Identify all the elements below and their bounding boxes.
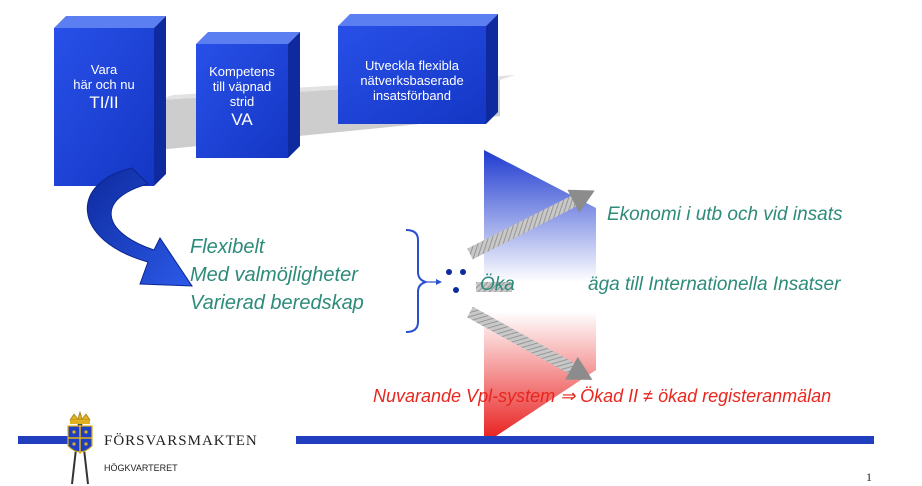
box-2-line-3: strid — [229, 94, 255, 109]
box-3-line-3: insatsförband — [372, 88, 452, 103]
outcome-international-prefix: Öka — [480, 274, 515, 295]
flexibility-list: Flexibelt Med valmöjligheter Varierad be… — [190, 233, 364, 317]
box-2-line-1: Kompetens — [209, 64, 275, 79]
flexibility-item: Med valmöjligheter — [190, 264, 358, 286]
footer-bar-right — [296, 436, 874, 444]
outcome-registration: Nuvarande Vpl-system ⇒ Ökad II ≠ ökad re… — [373, 386, 832, 406]
dot — [446, 269, 452, 275]
box-1-big: TI/II — [89, 93, 119, 112]
box-1-label: Vara här och nu TI/II — [54, 62, 154, 114]
box-1-shape — [54, 16, 166, 186]
box-1-line-2: här och nu — [73, 77, 135, 92]
outcome-international-suffix: äga till Internationella Insatser — [588, 274, 841, 295]
box-2-line-2: till väpnad — [212, 79, 272, 94]
dot — [453, 287, 459, 293]
org-name: FÖRSVARSMAKTEN — [104, 433, 258, 449]
curved-arrow — [86, 167, 193, 287]
hatched-arrow-mid — [476, 282, 512, 292]
page-number: 1 — [866, 470, 872, 484]
box-3-line-1: Utveckla flexibla — [365, 58, 459, 73]
hatched-arrow-up — [467, 189, 595, 260]
box-3-label: Utveckla flexibla nätverksbaserade insat… — [338, 58, 486, 103]
box-1-line-1: Vara — [90, 62, 118, 77]
box-3-line-2: nätverksbaserade — [360, 73, 464, 88]
box-2-label: Kompetens till väpnad strid VA — [196, 64, 288, 131]
box-3-shape — [338, 14, 498, 124]
bracket — [405, 229, 427, 333]
box-2-shape — [196, 32, 300, 158]
dot — [460, 269, 466, 275]
coat-of-arms-logo — [67, 410, 93, 485]
flexibility-item: Flexibelt — [190, 236, 265, 258]
unit-name: HÖGKVARTERET — [104, 463, 178, 473]
footer-bar-left — [18, 436, 78, 444]
hatched-arrow-down — [467, 306, 593, 380]
outcome-economy: Ekonomi i utb och vid insats — [607, 204, 843, 225]
box-2-big: VA — [231, 110, 253, 129]
flexibility-item: Varierad beredskap — [190, 292, 364, 314]
